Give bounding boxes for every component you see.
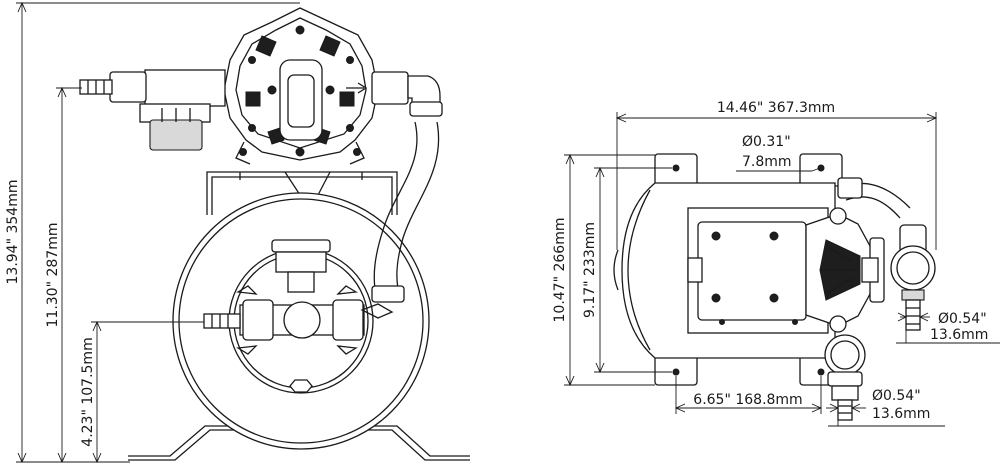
top-view (613, 153, 936, 421)
top-inlet-fitting (824, 334, 866, 421)
dim-overall-length: 14.46" 367.3mm (717, 100, 835, 116)
dim-port-right-inch: Ø0.54" (938, 311, 987, 327)
dim-mount-hole-inch: Ø0.31" (742, 134, 791, 150)
dim-mount-hole-mm: 7.8mm (742, 154, 792, 170)
dim-port-bottom-mm: 13.6mm (872, 406, 930, 422)
front-hose (360, 121, 440, 319)
front-pump-head (223, 7, 379, 165)
front-pressure-switch (271, 239, 331, 293)
top-outlet-hose (837, 177, 936, 331)
front-tee-fitting (236, 285, 365, 393)
dim-port-right-mm: 13.6mm (930, 327, 988, 343)
dim-mount-spacing-x: 6.65" 168.8mm (693, 392, 802, 408)
dim-port-bottom-inch: Ø0.54" (872, 388, 921, 404)
dim-outlet-height: 11.30" 287mm (45, 223, 61, 328)
front-view (79, 7, 470, 461)
top-motor-plate (687, 207, 829, 334)
front-inlet-barb (203, 313, 241, 329)
front-dimensions: 13.94" 354mm 11.30" 287mm 4.23" 107.5mm (5, 1, 300, 464)
dim-mount-spacing-y: 9.17" 233mm (582, 222, 598, 318)
top-dimensions: 14.46" 367.3mm Ø0.31" 7.8mm 10.47" 266mm… (552, 100, 1000, 427)
front-inlet-strainer (79, 69, 226, 151)
dim-overall-width: 10.47" 266mm (552, 218, 568, 323)
dim-overall-height: 13.94" 354mm (5, 180, 21, 285)
dim-inlet-height: 4.23" 107.5mm (80, 337, 96, 446)
top-pump-head (805, 207, 885, 333)
front-outlet-elbow (371, 71, 443, 117)
